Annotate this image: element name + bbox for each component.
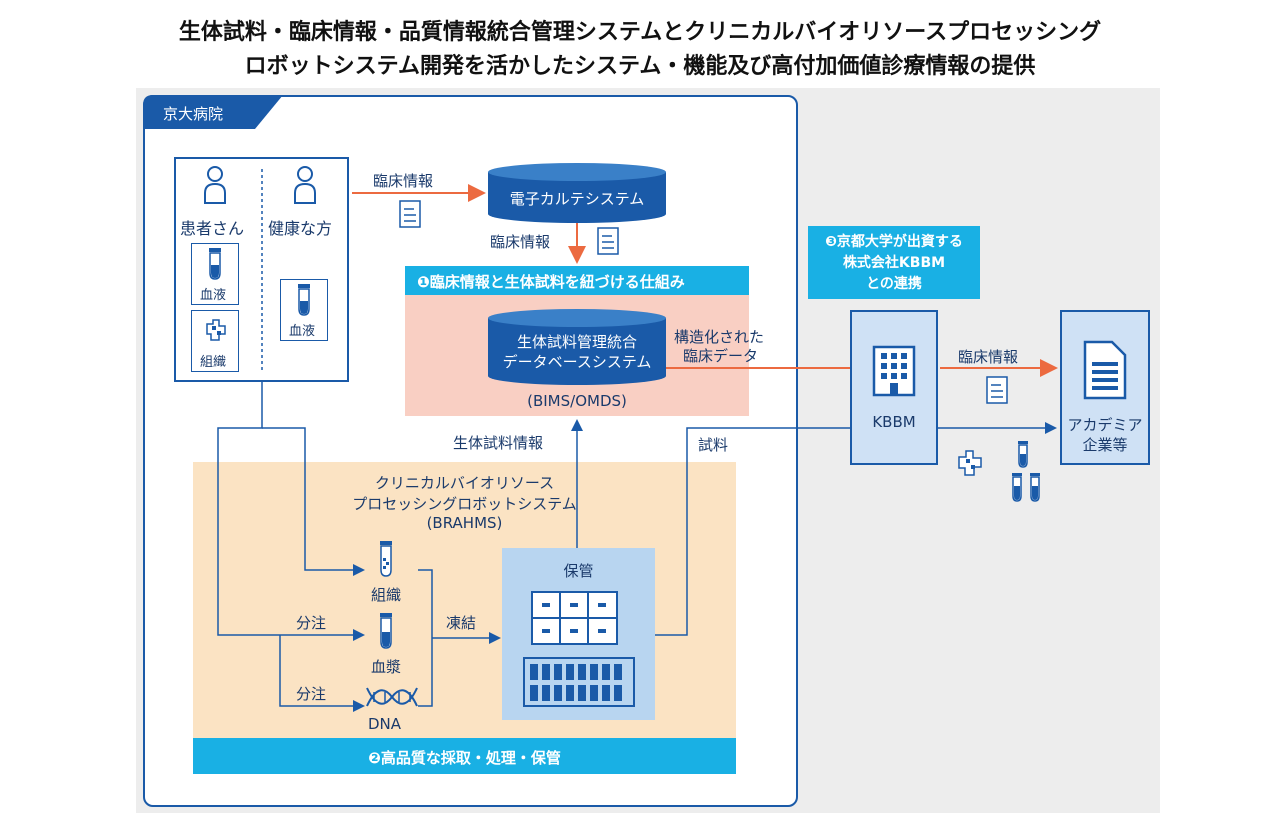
brahms-abbr: (BRAHMS) — [426, 514, 503, 532]
brahms-dna-label: DNA — [368, 715, 402, 733]
document-icon — [399, 200, 421, 228]
hospital-label: 京大病院 — [163, 105, 224, 123]
emr-name: 電子カルテシステム — [509, 190, 645, 208]
brahms-tissue-label: 組織 — [371, 586, 402, 604]
emr-cylinder — [488, 163, 666, 223]
bims-input-label: 生体試料情報 — [453, 434, 544, 452]
bims-banner-text: ❶臨床情報と生体試料を紐づける仕組み — [417, 273, 685, 291]
kbbm-banner-line1: ❸京都大学が出資する — [825, 234, 963, 250]
brahms-name-line2: プロセッシングロボットシステム — [352, 495, 577, 513]
healthy-blood-label: 血液 — [289, 324, 316, 339]
brahms-name-line1: クリニカルバイオリソース — [374, 474, 555, 492]
tissue-icon — [958, 450, 982, 476]
plasma-tube-icon — [380, 613, 392, 649]
brahms-banner — [193, 738, 736, 774]
bims-banner — [405, 266, 749, 295]
aliquot-label-1: 分注 — [296, 614, 327, 632]
kbbm-info-label: 臨床情報 — [958, 348, 1019, 366]
sample-tubes-icon — [1012, 441, 1040, 502]
healthy-person-icon — [294, 166, 316, 204]
page-title-line1: 生体試料・臨床情報・品質情報統合管理システムとクリニカルバイオリソースプロセッシ… — [178, 20, 1102, 45]
document-icon — [1083, 340, 1127, 400]
aliquot-label-2: 分注 — [296, 685, 327, 703]
brahms-plasma-label: 血漿 — [371, 658, 402, 676]
kbbm-banner — [808, 226, 980, 299]
storage-freezer-icon — [523, 591, 635, 707]
document-icon — [986, 376, 1008, 404]
brahms-banner-text: ❷高品質な採取・処理・保管 — [368, 749, 561, 767]
patient-label: 患者さん — [180, 219, 245, 238]
patient-blood-label: 血液 — [200, 288, 227, 303]
healthy-label: 健康な方 — [268, 219, 333, 238]
academia-line2: 企業等 — [1082, 436, 1128, 454]
bims-cylinder — [488, 309, 666, 385]
tissue-icon — [206, 319, 226, 341]
blood-tube-icon — [209, 248, 221, 280]
patient-person-icon — [204, 166, 226, 204]
tissue-tube-icon — [380, 541, 392, 577]
academia-line1: アカデミア — [1067, 416, 1143, 434]
bims-name-line1: 生体試料管理統合 — [516, 333, 637, 351]
dna-icon — [366, 687, 418, 707]
emr-in-label: 臨床情報 — [373, 172, 434, 190]
bims-abbr: (BIMS/OMDS) — [527, 392, 627, 410]
building-icon — [872, 345, 916, 397]
bims-name-line2: データベースシステム — [502, 353, 652, 371]
patient-tissue-label: 組織 — [200, 355, 227, 370]
bims-output-line2: 臨床データ — [683, 347, 759, 365]
hospital-tab — [143, 95, 283, 129]
blood-tube-icon — [298, 284, 310, 316]
storage-label: 保管 — [563, 562, 594, 580]
sample-label: 試料 — [698, 436, 729, 454]
kbbm-banner-line2: 株式会社KBBM — [842, 255, 946, 271]
kbbm-banner-line3: との連携 — [866, 276, 922, 292]
kbbm-name: KBBM — [872, 413, 916, 431]
document-icon — [597, 227, 619, 255]
emr-out-label: 臨床情報 — [490, 233, 551, 251]
bims-output-line1: 構造化された — [674, 328, 765, 346]
page-title-line2: ロボットシステム開発を活かしたシステム・機能及び高付加価値診療情報の提供 — [244, 54, 1036, 79]
freeze-label: 凍結 — [446, 614, 477, 632]
